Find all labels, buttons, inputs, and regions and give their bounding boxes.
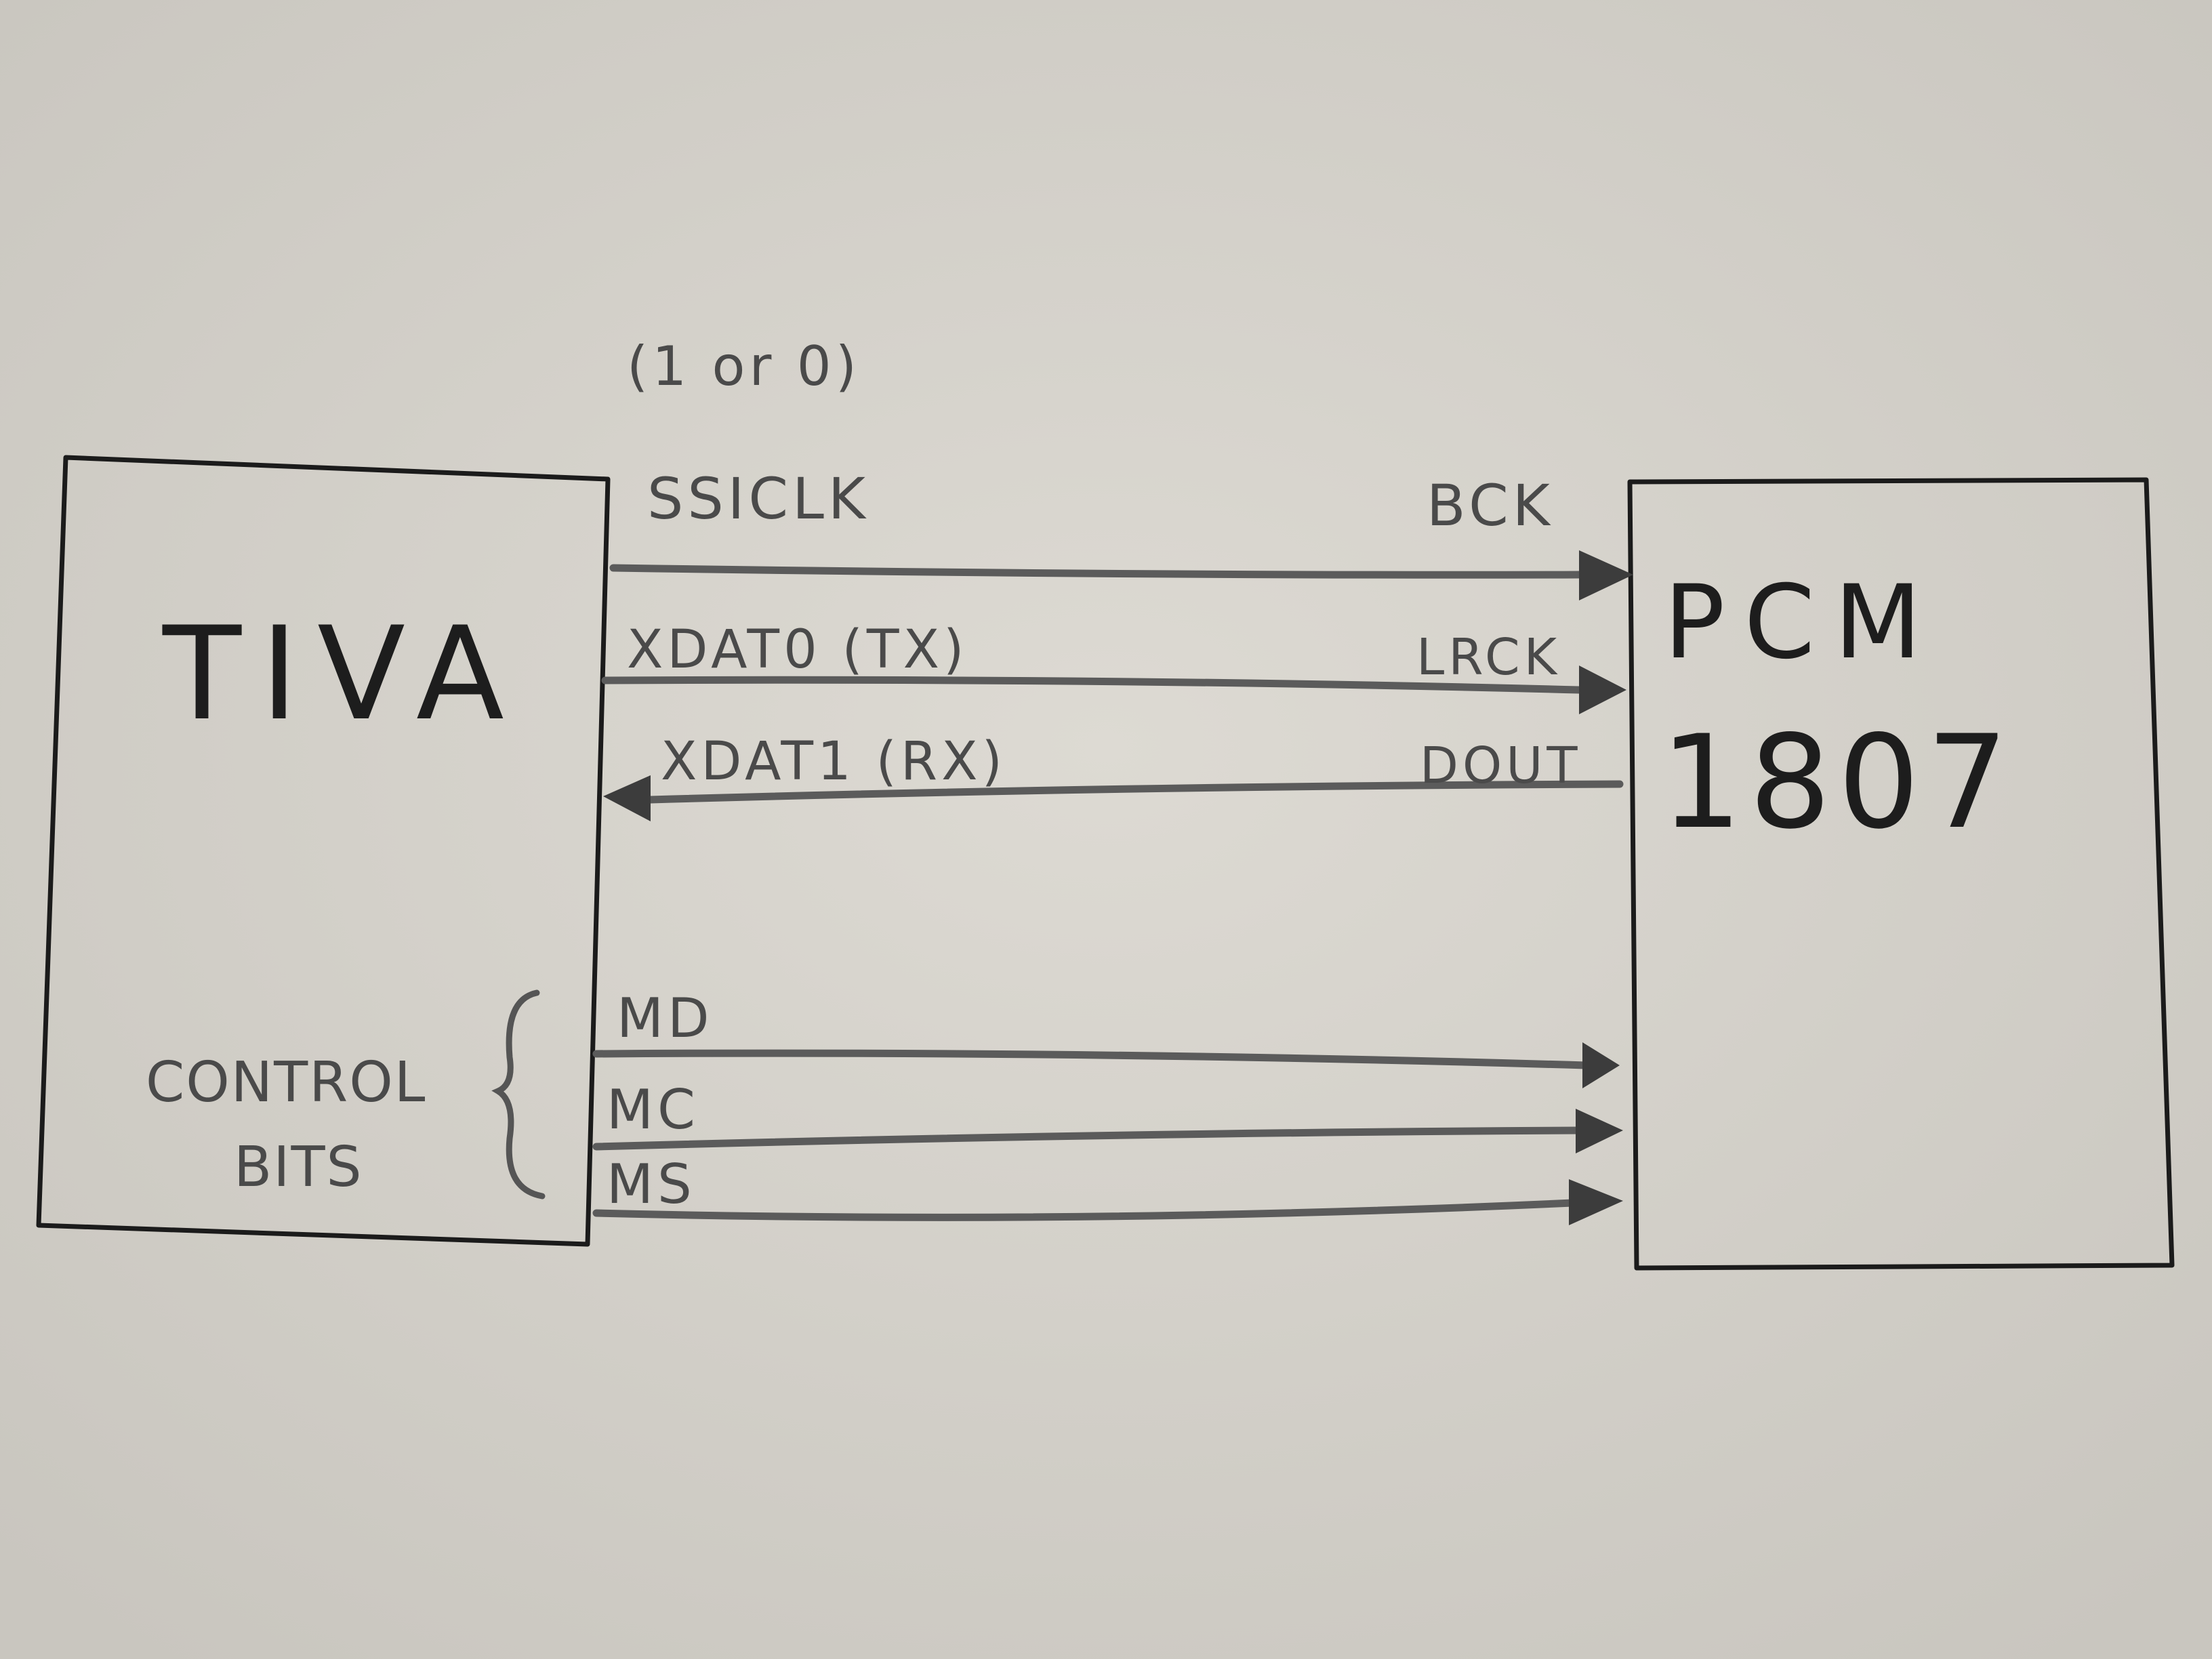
md-line: [592, 1049, 1590, 1069]
tiva-block: [36, 455, 611, 1247]
xdat0-arrowhead: [1579, 665, 1626, 714]
xdat1-line: [647, 780, 1624, 804]
dout-label: DOUT: [1420, 737, 1582, 795]
mc-line: [592, 1126, 1583, 1151]
control-label: CONTROL: [146, 1050, 426, 1115]
ssiclk-arrowhead: [1579, 550, 1633, 600]
ssiclk-line: [609, 564, 1583, 579]
pcm-label-line2: 1807: [1660, 708, 2015, 857]
xdat1-arrowhead: [603, 775, 651, 821]
xdat0-label: XDAT0 (TX): [627, 619, 968, 680]
note-1-or-0: (1 or 0): [627, 335, 861, 398]
mc-arrowhead: [1576, 1109, 1623, 1153]
pcm1807-block: [1627, 477, 2175, 1271]
mc-label: MC: [607, 1078, 699, 1141]
control-brace: [491, 989, 546, 1200]
md-arrowhead: [1582, 1042, 1620, 1088]
xdat1-label: XDAT1 (RX): [661, 731, 1006, 792]
xdat0-line: [601, 676, 1583, 694]
lrck-label: LRCK: [1416, 628, 1561, 687]
ssiclk-label: SSICLK: [647, 466, 869, 532]
pcm-label-line1: PCM: [1664, 564, 1941, 682]
tiva-label: TIVA: [162, 599, 523, 749]
bck-label: BCK: [1427, 472, 1554, 539]
ms-label: MS: [607, 1153, 696, 1216]
ms-line: [592, 1199, 1576, 1221]
bits-label: BITS: [234, 1135, 363, 1200]
ms-arrowhead: [1569, 1179, 1623, 1225]
md-label: MD: [617, 987, 714, 1050]
